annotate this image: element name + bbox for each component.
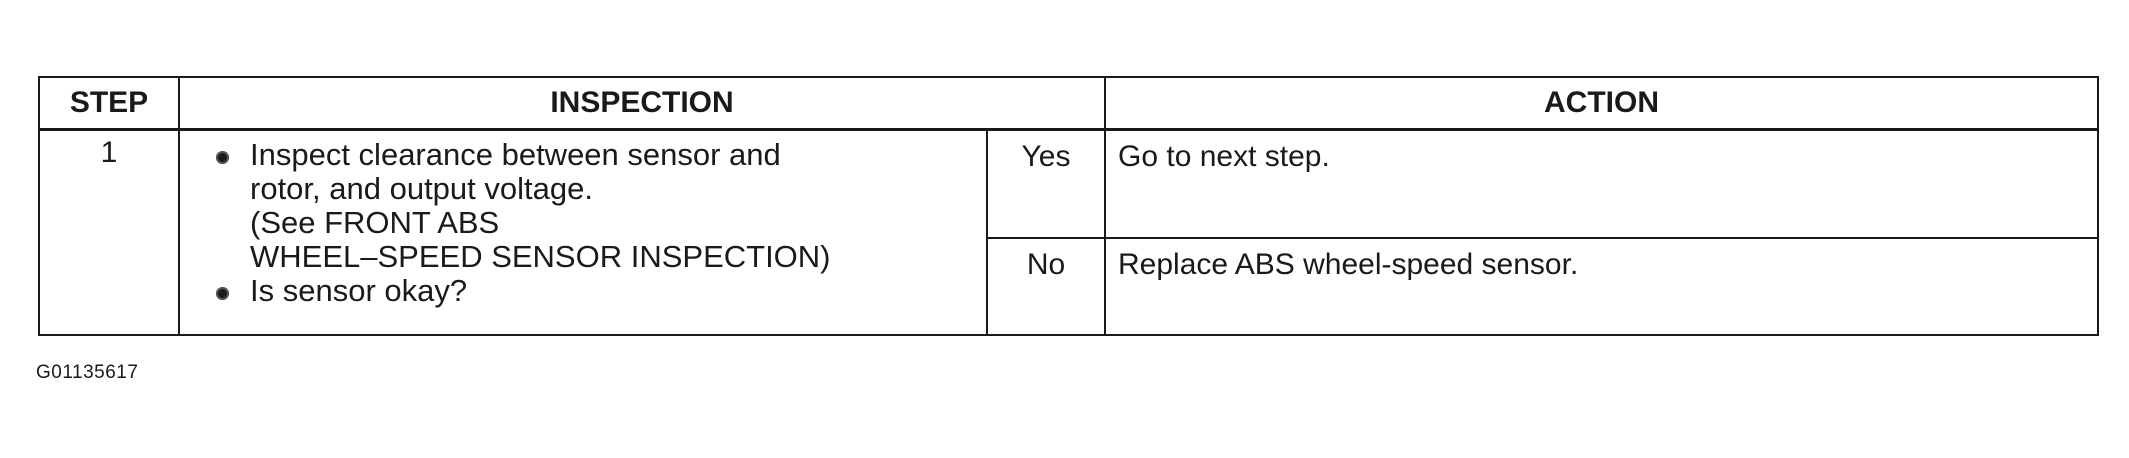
answer-no: No (1026, 248, 1066, 281)
figure-code: G01135617 (36, 362, 139, 383)
inspection-line: (See FRONT ABS (250, 205, 500, 240)
inspection-question: Is sensor okay? (250, 273, 468, 308)
answer-row-divider (986, 237, 2097, 239)
bullet-icon (216, 287, 229, 300)
inspection-table: STEP INSPECTION ACTION 1 Inspect clearan… (38, 76, 2099, 336)
answer-yes: Yes (1021, 140, 1071, 173)
action-yes: Go to next step. (1118, 140, 1330, 173)
inspection-content: Inspect clearance between sensor and rot… (210, 138, 1010, 308)
header-step: STEP (69, 86, 149, 119)
answer-column-divider (986, 130, 988, 334)
inspection-line: WHEEL–SPEED SENSOR INSPECTION) (250, 239, 831, 274)
inspection-bullet-2: Is sensor okay? (210, 274, 1010, 308)
action-no: Replace ABS wheel-speed sensor. (1118, 248, 1579, 281)
inspection-line: rotor, and output voltage. (250, 171, 593, 206)
action-column-divider (1104, 78, 1106, 334)
step-number: 1 (100, 136, 118, 169)
inspection-bullet-1: Inspect clearance between sensor and rot… (210, 138, 1010, 274)
header-action: ACTION (1544, 86, 1659, 119)
header-divider (40, 128, 2097, 131)
header-inspection: INSPECTION (550, 86, 734, 119)
step-column-divider (178, 78, 180, 334)
inspection-line: Inspect clearance between sensor and (250, 137, 781, 172)
bullet-icon (216, 151, 229, 164)
